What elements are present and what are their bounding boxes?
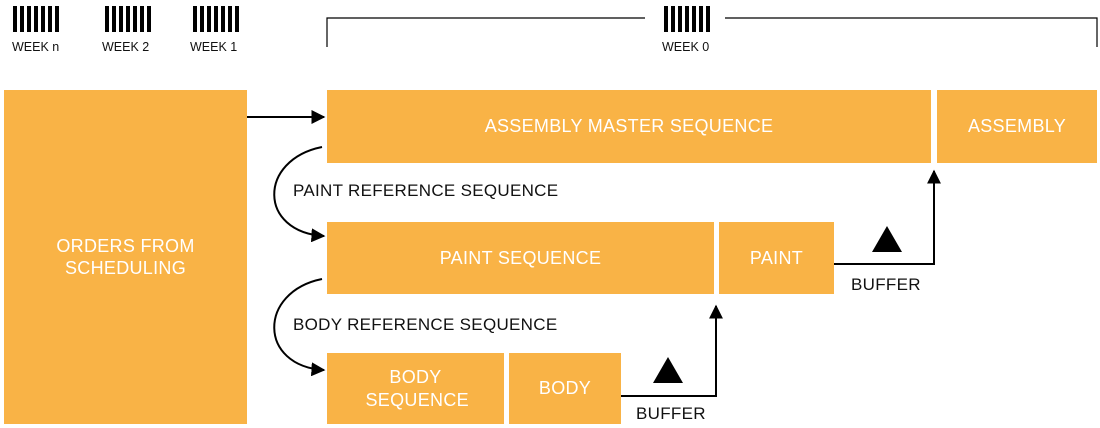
- body-buffer-triangle-icon: [653, 357, 683, 383]
- week-1-label: WEEK 1: [190, 40, 238, 54]
- paint-box: PAINT: [719, 222, 834, 294]
- paint-reference-curve: [273, 146, 326, 243]
- body-label: BODY: [538, 378, 592, 399]
- paint-label: PAINT: [749, 247, 804, 268]
- orders-from-scheduling-box: ORDERS FROM SCHEDULING: [4, 90, 247, 424]
- week-2-calendar-icon: [105, 6, 151, 32]
- body-sequence-label: BODY SEQUENCE: [365, 367, 469, 410]
- assembly-master-sequence-box: ASSEMBLY MASTER SEQUENCE: [327, 90, 931, 163]
- week-0-bracket: [326, 17, 1098, 47]
- body-buffer-label: BUFFER: [636, 404, 706, 423]
- body-reference-curve: [273, 278, 326, 377]
- week-n-label: WEEK n: [12, 40, 60, 54]
- week-2-label: WEEK 2: [102, 40, 150, 54]
- paint-buffer-triangle-icon: [872, 226, 902, 252]
- body-buffer-connector: [621, 304, 723, 397]
- paint-sequence-box: PAINT SEQUENCE: [327, 222, 714, 294]
- orders-from-scheduling-label: ORDERS FROM SCHEDULING: [56, 235, 195, 279]
- paint-sequence-label: PAINT SEQUENCE: [439, 247, 602, 268]
- assembly-master-sequence-label: ASSEMBLY MASTER SEQUENCE: [484, 116, 774, 137]
- paint-buffer-label: BUFFER: [851, 275, 921, 294]
- body-sequence-box: BODY SEQUENCE: [327, 353, 504, 424]
- assembly-box: ASSEMBLY: [937, 90, 1097, 163]
- assembly-label: ASSEMBLY: [967, 116, 1067, 137]
- week-1-calendar-icon: [193, 6, 239, 32]
- paint-reference-sequence-label: PAINT REFERENCE SEQUENCE: [293, 181, 559, 200]
- body-reference-sequence-label: BODY REFERENCE SEQUENCE: [293, 315, 558, 334]
- body-box: BODY: [509, 353, 621, 424]
- week-n-calendar-icon: [13, 6, 59, 32]
- week-0-label: WEEK 0: [662, 40, 710, 54]
- paint-buffer-connector: [834, 169, 941, 265]
- week-0-calendar-icon: [664, 6, 710, 32]
